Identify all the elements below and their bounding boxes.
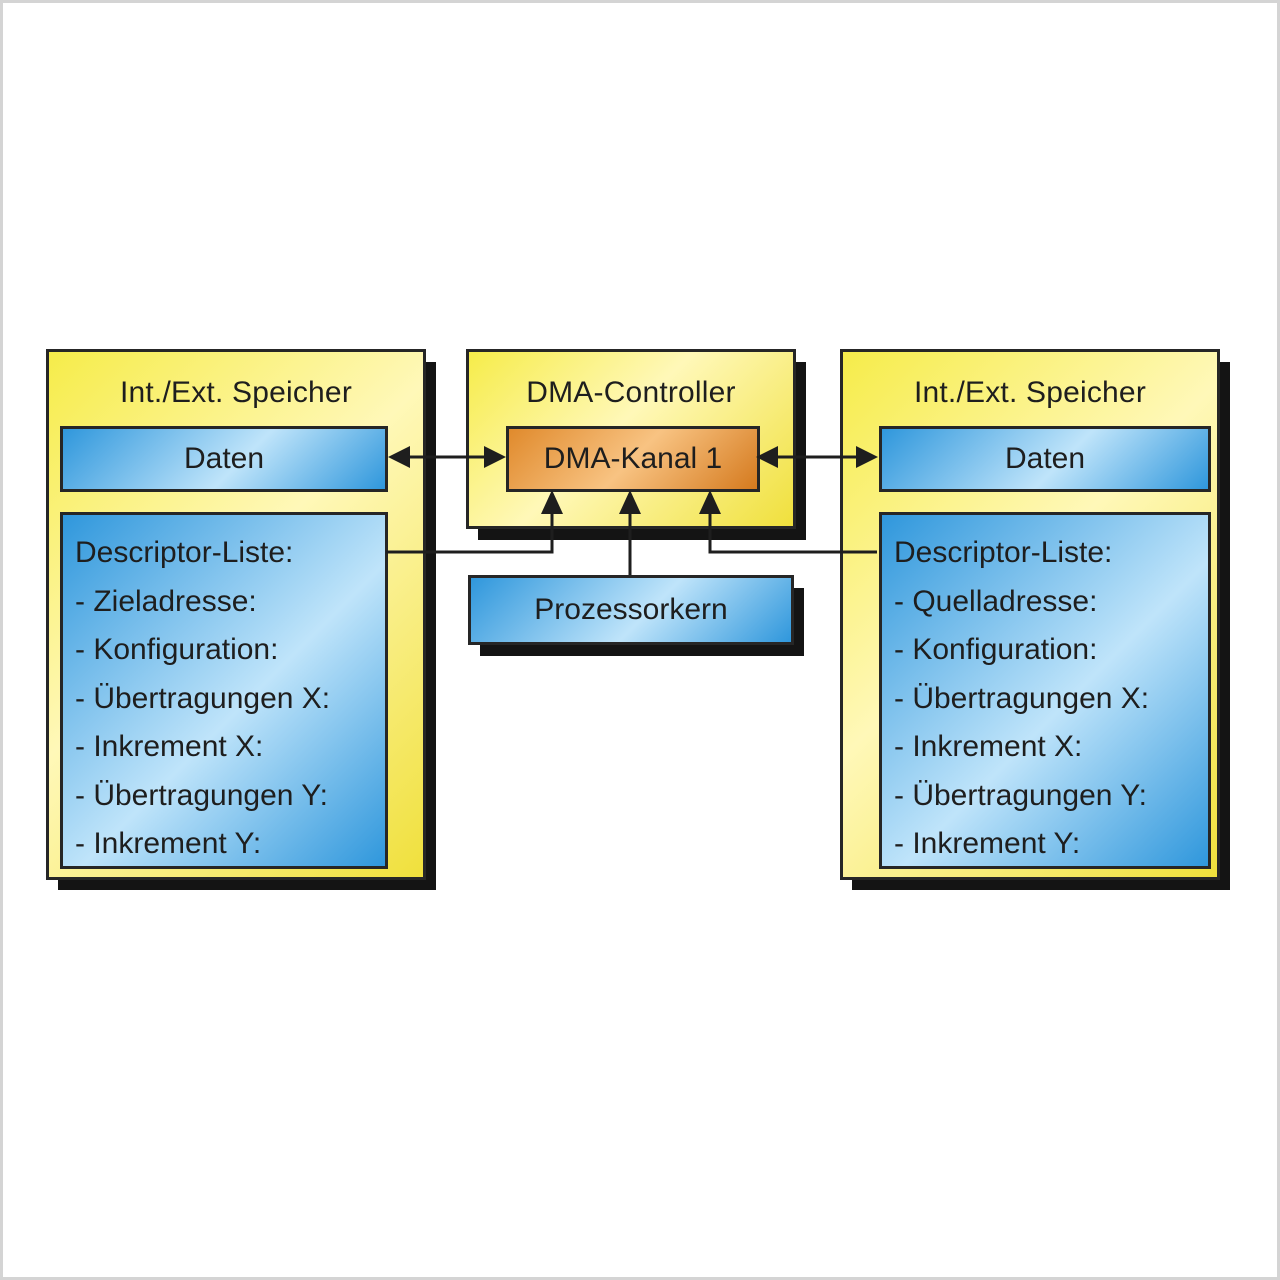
right-descriptor-box: Descriptor-Liste: - Quelladresse: - Konf… [879, 512, 1211, 869]
right-descriptor-item: - Inkrement Y: [894, 827, 1081, 860]
dma-channel-label: DMA-Kanal 1 [543, 442, 723, 475]
arrowhead-channel-right [756, 446, 778, 468]
arrowhead-left-data [388, 446, 410, 468]
left-descriptor-item: - Zieladresse: [75, 584, 257, 618]
left-descriptor-item: - Konfiguration: [75, 633, 279, 666]
dma-controller-title: DMA-Controller [526, 376, 736, 409]
left-descriptor-list: Descriptor-Liste: - Zieladresse: - Konfi… [75, 529, 330, 869]
right-memory-title: Int./Ext. Speicher [913, 376, 1147, 409]
left-data-box: Daten [60, 426, 388, 492]
right-descriptor-item: - Quelladresse: [894, 584, 1098, 618]
right-descriptor-channel-line [708, 512, 877, 554]
right-data-box: Daten [879, 426, 1211, 492]
dma-controller-block: DMA-Controller DMA-Kanal 1 [466, 349, 796, 529]
right-memory-block: Int./Ext. Speicher Daten Descriptor-List… [840, 349, 1220, 880]
dma-channel-box: DMA-Kanal 1 [506, 426, 760, 492]
arrowhead-left-descriptor-up [541, 490, 563, 514]
left-memory-title: Int./Ext. Speicher [119, 376, 353, 409]
left-descriptor-item: - Übertragungen Y: [75, 778, 328, 812]
left-descriptor-channel-line [386, 512, 554, 554]
arrowhead-processor-up [619, 490, 641, 514]
right-descriptor-item: - Übertragungen X: [894, 681, 1150, 715]
arrowhead-right-data [856, 446, 878, 468]
right-descriptor-item: - Übertragungen Y: [894, 778, 1147, 812]
processor-core-box: Prozessorkern [468, 575, 794, 645]
right-descriptor-heading: Descriptor-Liste: [894, 536, 1113, 569]
left-data-label: Daten [183, 442, 265, 475]
processor-core-label: Prozessorkern [534, 593, 728, 626]
right-descriptor-item: - Inkrement X: [894, 730, 1083, 763]
right-data-label: Daten [1004, 442, 1086, 475]
right-descriptor-item: - Konfiguration: [894, 633, 1098, 666]
left-descriptor-item: - Inkrement Y: [75, 827, 262, 860]
left-memory-block: Int./Ext. Speicher Daten Descriptor-List… [46, 349, 426, 880]
left-descriptor-box: Descriptor-Liste: - Zieladresse: - Konfi… [60, 512, 388, 869]
left-descriptor-heading: Descriptor-Liste: [75, 536, 294, 569]
arrowhead-right-descriptor-up [699, 490, 721, 514]
right-descriptor-list: Descriptor-Liste: - Quelladresse: - Konf… [894, 529, 1149, 869]
left-descriptor-item: - Inkrement X: [75, 730, 264, 763]
arrowhead-channel-left [484, 446, 506, 468]
left-descriptor-item: - Übertragungen X: [75, 681, 331, 715]
